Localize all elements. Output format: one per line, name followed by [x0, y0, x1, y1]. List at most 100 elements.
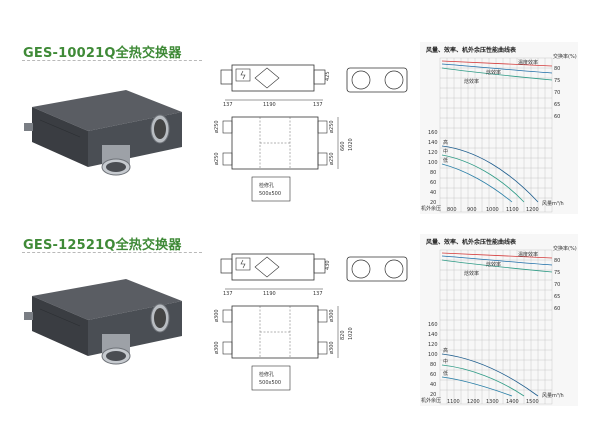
duct-dia-left-top: ø300: [214, 309, 220, 322]
dim-right-offset: 137: [313, 291, 323, 297]
right-tick: 65: [554, 294, 560, 300]
x-tick: 1100: [447, 399, 460, 405]
enthalpy-efficiency-curve-1: [441, 63, 553, 74]
chart-grid: [439, 57, 553, 213]
dim-depth-outer: 1020: [348, 138, 354, 151]
duct-dia-right-bottom: ø300: [329, 341, 335, 354]
dim-depth-inner: 820: [340, 330, 346, 340]
label-temp-efficiency: 温度效率: [518, 59, 538, 66]
label-speed-high: 高: [443, 347, 448, 354]
x-tick: 1300: [486, 399, 499, 405]
x-tick: 1200: [526, 207, 539, 213]
dim-depth-outer: 1020: [348, 327, 354, 340]
performance-chart: 风量、效率、机外余压性能曲线表 温度效率 焓效率 焓效率 高 中 低 交换率(%…: [420, 234, 578, 406]
left-tick: 160: [428, 130, 438, 136]
product-section-2: GES-12521Q全热交换器 430 1190 137 137: [0, 212, 600, 424]
right-tick: 70: [554, 90, 560, 96]
right-tick: 75: [554, 270, 560, 276]
label-enthalpy-efficiency-1: 焓效率: [486, 69, 501, 76]
x-tick: 900: [467, 207, 477, 213]
dim-width: 1190: [263, 291, 276, 297]
pressure-curve-low: [441, 376, 513, 397]
chart-grid: [439, 249, 553, 405]
dim-depth-inner: 660: [340, 141, 346, 151]
product-section-1: GES-10021Q全热交换器 425 1190 137 137: [22, 42, 578, 214]
enthalpy-efficiency-curve-1: [441, 255, 553, 266]
duct-dia-left-bottom: ø250: [214, 152, 220, 165]
temp-efficiency-curve: [441, 252, 553, 259]
temp-efficiency-curve: [441, 60, 553, 67]
enthalpy-efficiency-curve-2: [441, 259, 553, 273]
left-tick: 160: [428, 322, 438, 328]
dimension-drawing: 430 1190 137 137 ø300 ø300 ø300 ø300 820…: [214, 253, 408, 391]
model-title: GES-10021Q全热交换器: [23, 46, 182, 61]
x-tick: 1200: [467, 399, 480, 405]
left-tick: 40: [430, 190, 436, 196]
enthalpy-efficiency-curve-2: [441, 67, 553, 81]
pressure-curve-high: [441, 353, 539, 397]
label-speed-high: 高: [443, 139, 448, 146]
service-panel-label: 检修孔: [259, 182, 274, 189]
right-tick: 60: [554, 306, 560, 312]
x-tick: 1400: [506, 399, 519, 405]
left-tick: 60: [430, 180, 436, 186]
x-tick: 1100: [506, 207, 519, 213]
chart-title: 风量、效率、机外余压性能曲线表: [426, 46, 517, 54]
label-speed-mid: 中: [443, 148, 448, 155]
left-axis-label: 机外余压: [421, 397, 441, 404]
pressure-curve-mid: [441, 154, 525, 203]
dimension-drawing: 425 1190 137 137 ø250 ø250 ø250 ø250 660…: [214, 64, 408, 202]
right-tick: 65: [554, 102, 560, 108]
title-divider: [22, 60, 202, 61]
pressure-curve-mid: [441, 364, 525, 397]
left-tick: 40: [430, 382, 436, 388]
duct-dia-right-top: ø250: [329, 120, 335, 133]
label-enthalpy-efficiency-2: 焓效率: [464, 78, 479, 85]
label-speed-mid: 中: [443, 358, 448, 365]
x-tick: 800: [447, 207, 457, 213]
label-speed-low: 低: [443, 157, 448, 164]
right-tick: 75: [554, 78, 560, 84]
duct-dia-right-bottom: ø250: [329, 152, 335, 165]
x-tick: 1500: [526, 399, 539, 405]
service-panel-size: 500x500: [259, 380, 281, 386]
dim-height: 425: [325, 71, 331, 81]
left-tick: 120: [428, 150, 438, 156]
pressure-curve-low: [441, 163, 513, 203]
left-tick: 20: [430, 200, 436, 206]
service-panel-size: 500x500: [259, 191, 281, 197]
left-tick: 140: [428, 332, 438, 338]
duct-dia-right-top: ø300: [329, 309, 335, 322]
left-axis-label: 机外余压: [421, 205, 441, 212]
dim-left-offset: 137: [223, 291, 233, 297]
dim-left-offset: 137: [223, 102, 233, 108]
left-tick: 80: [430, 362, 436, 368]
left-tick: 140: [428, 140, 438, 146]
unit-photo: [24, 90, 182, 176]
title-divider: [22, 252, 202, 253]
x-axis-unit: 风量m³/h: [542, 200, 564, 207]
right-axis-unit: 交换率(%): [553, 245, 577, 252]
dim-height: 430: [325, 260, 331, 270]
chart-title: 风量、效率、机外余压性能曲线表: [426, 238, 517, 246]
unit-photo: [24, 279, 182, 365]
model-title: GES-12521Q全热交换器: [23, 238, 182, 253]
dim-width: 1190: [263, 102, 276, 108]
x-tick: 1000: [486, 207, 499, 213]
x-axis-unit: 风量m³/h: [542, 392, 564, 399]
left-tick: 100: [428, 352, 438, 358]
label-enthalpy-efficiency-1: 焓效率: [486, 261, 501, 268]
left-tick: 20: [430, 392, 436, 398]
right-tick: 60: [554, 114, 560, 120]
right-tick: 80: [554, 258, 560, 264]
duct-dia-left-bottom: ø300: [214, 341, 220, 354]
service-panel-label: 检修孔: [259, 371, 274, 378]
pressure-curve-high: [441, 145, 539, 203]
performance-chart: 风量、效率、机外余压性能曲线表 温度效率 焓效率 焓效率 高 中 低 交换率(%: [420, 42, 578, 214]
left-tick: 80: [430, 170, 436, 176]
right-tick: 70: [554, 282, 560, 288]
left-tick: 100: [428, 160, 438, 166]
left-tick: 120: [428, 342, 438, 348]
label-speed-low: 低: [443, 370, 448, 377]
label-temp-efficiency: 温度效率: [518, 251, 538, 258]
